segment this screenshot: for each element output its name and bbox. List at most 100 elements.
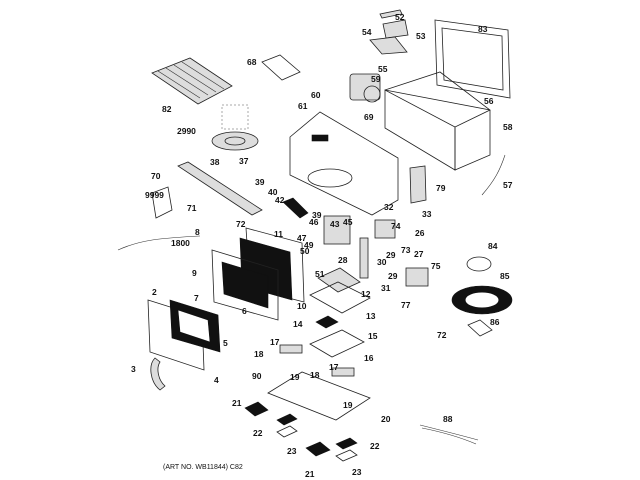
part-vent-grille [434, 19, 511, 99]
part-label-60: 60 [311, 90, 321, 100]
part-12 [317, 267, 361, 293]
part-label-47: 47 [297, 233, 307, 243]
part-53 [382, 19, 409, 39]
part-label-32: 32 [384, 202, 394, 212]
part-label-83: 83 [478, 24, 488, 34]
part-label-68: 68 [247, 57, 257, 67]
part-23b [335, 449, 358, 462]
part-label-52: 52 [395, 12, 405, 22]
part-label-9999: 9999 [145, 190, 164, 200]
part-label-29: 29 [386, 250, 396, 260]
part-52 [379, 9, 403, 19]
part-22a [276, 413, 298, 426]
part-label-90: 90 [252, 371, 262, 381]
part-label-42: 42 [275, 195, 285, 205]
part-label-27: 27 [414, 249, 424, 259]
part-label-58: 58 [503, 122, 513, 132]
part-cavity [289, 111, 399, 216]
part-label-10: 10 [297, 301, 307, 311]
part-54 [369, 36, 408, 55]
part-label-84: 84 [488, 241, 498, 251]
part-label-20: 20 [381, 414, 391, 424]
part-label-72: 72 [236, 219, 246, 229]
part-21b [305, 441, 331, 457]
part-label-31: 31 [381, 283, 391, 293]
part-label-11: 11 [274, 229, 283, 239]
part-label-74: 74 [391, 221, 401, 231]
part-label-75: 75 [431, 261, 441, 271]
part-label-17: 17 [329, 362, 339, 372]
part-label-16: 16 [364, 353, 374, 363]
part-label-17: 17 [270, 337, 280, 347]
part-label-56: 56 [484, 96, 494, 106]
part-literature [151, 186, 173, 219]
art-number: (ART NO. WB11844) C82 [163, 464, 243, 471]
part-17b [331, 367, 355, 377]
part-label-23: 23 [287, 446, 297, 456]
part-label-33: 33 [422, 209, 432, 219]
part-label-19: 19 [343, 400, 353, 410]
part-45 [323, 215, 351, 245]
part-label-50: 50 [300, 246, 310, 256]
part-label-57: 57 [503, 180, 513, 190]
part-label-30: 30 [377, 257, 387, 267]
part-label-69: 69 [364, 112, 374, 122]
part-label-37: 37 [239, 156, 249, 166]
part-label-46: 46 [309, 217, 319, 227]
part-label-59: 59 [371, 74, 381, 84]
part-bottom-plate [267, 371, 371, 421]
part-label-72: 72 [437, 330, 447, 340]
part-label-4: 4 [214, 375, 219, 385]
part-turntable-coupling [211, 131, 259, 151]
part-label-77: 77 [401, 300, 411, 310]
part-handle [150, 357, 166, 391]
part-label-88: 88 [443, 414, 453, 424]
part-label-8: 8 [195, 227, 200, 237]
part-label-54: 54 [362, 27, 372, 37]
part-wire-1800 [117, 235, 201, 251]
part-grille [177, 161, 263, 216]
part-21a [244, 401, 269, 417]
part-label-53: 53 [416, 31, 426, 41]
part-magnetron [374, 219, 396, 239]
part-label-39: 39 [312, 210, 322, 220]
part-label-2990: 2990 [177, 126, 196, 136]
part-label-9: 9 [192, 268, 197, 278]
part-label-71: 71 [187, 203, 197, 213]
part-power-cord [481, 154, 506, 196]
part-label-22: 22 [370, 441, 380, 451]
part-switch-bracket [359, 237, 369, 279]
part-label-3: 3 [131, 364, 136, 374]
part-label-29: 29 [388, 271, 398, 281]
part-label-85: 85 [500, 271, 510, 281]
part-turntable-support-box [221, 104, 249, 130]
part-label-7: 7 [194, 293, 199, 303]
part-22b [335, 437, 358, 450]
part-transformer [405, 267, 429, 287]
part-label-5: 5 [223, 338, 228, 348]
part-16 [309, 329, 365, 358]
part-label-45: 45 [343, 217, 353, 227]
part-label-14: 14 [293, 319, 303, 329]
part-label-38: 38 [210, 157, 220, 167]
part-label-79: 79 [436, 183, 446, 193]
part-label-2: 2 [152, 287, 157, 297]
part-label-82: 82 [162, 104, 172, 114]
part-42 [282, 197, 309, 219]
part-label-86: 86 [490, 317, 500, 327]
part-label-21: 21 [232, 398, 242, 408]
part-label-18: 18 [310, 370, 320, 380]
part-label-43: 43 [330, 219, 340, 229]
part-label-6: 6 [242, 306, 247, 316]
part-label-13: 13 [366, 311, 376, 321]
part-wire-harness [419, 424, 479, 445]
part-label-55: 55 [378, 64, 388, 74]
part-control-board [409, 165, 427, 204]
part-label-26: 26 [415, 228, 425, 238]
part-filter [261, 54, 301, 81]
part-label-73: 73 [401, 245, 411, 255]
part-86 [467, 319, 493, 337]
part-label-21: 21 [305, 469, 315, 479]
